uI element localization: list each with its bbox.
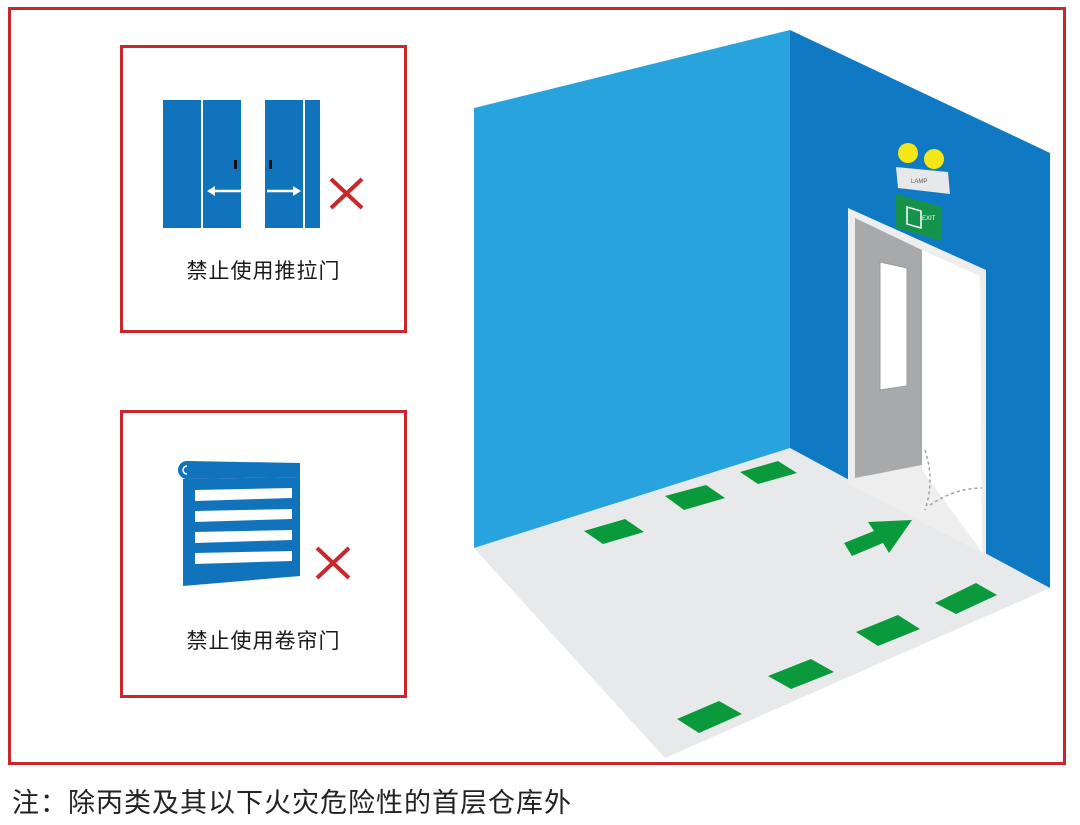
exit-sign-text: EXIT [922, 216, 936, 222]
rolling-door-panel: 禁止使用卷帘门 [120, 410, 407, 698]
room-illustration: LAMP EXIT [474, 30, 1050, 758]
exit-door [848, 208, 986, 555]
floor-markers [584, 461, 997, 733]
rolling-door-caption: 禁止使用卷帘门 [186, 629, 341, 653]
prohibit-x-icon [329, 177, 364, 210]
exit-sign: EXIT [896, 194, 942, 241]
sliding-door-panel: 禁止使用推拉门 [120, 45, 407, 333]
lamp-label: LAMP [911, 179, 927, 185]
prohibit-x-icon [315, 546, 351, 580]
sliding-door-icon [163, 100, 364, 228]
emergency-lamp: LAMP [896, 143, 950, 194]
rolling-shutter-icon [178, 461, 351, 586]
left-wall [474, 30, 790, 548]
footnote: 注：除丙类及其以下火灾危险性的首层仓库外 [12, 788, 572, 819]
outer-frame [8, 7, 1066, 765]
green-arrow-icon [844, 520, 912, 556]
sliding-door-caption: 禁止使用推拉门 [186, 259, 341, 283]
